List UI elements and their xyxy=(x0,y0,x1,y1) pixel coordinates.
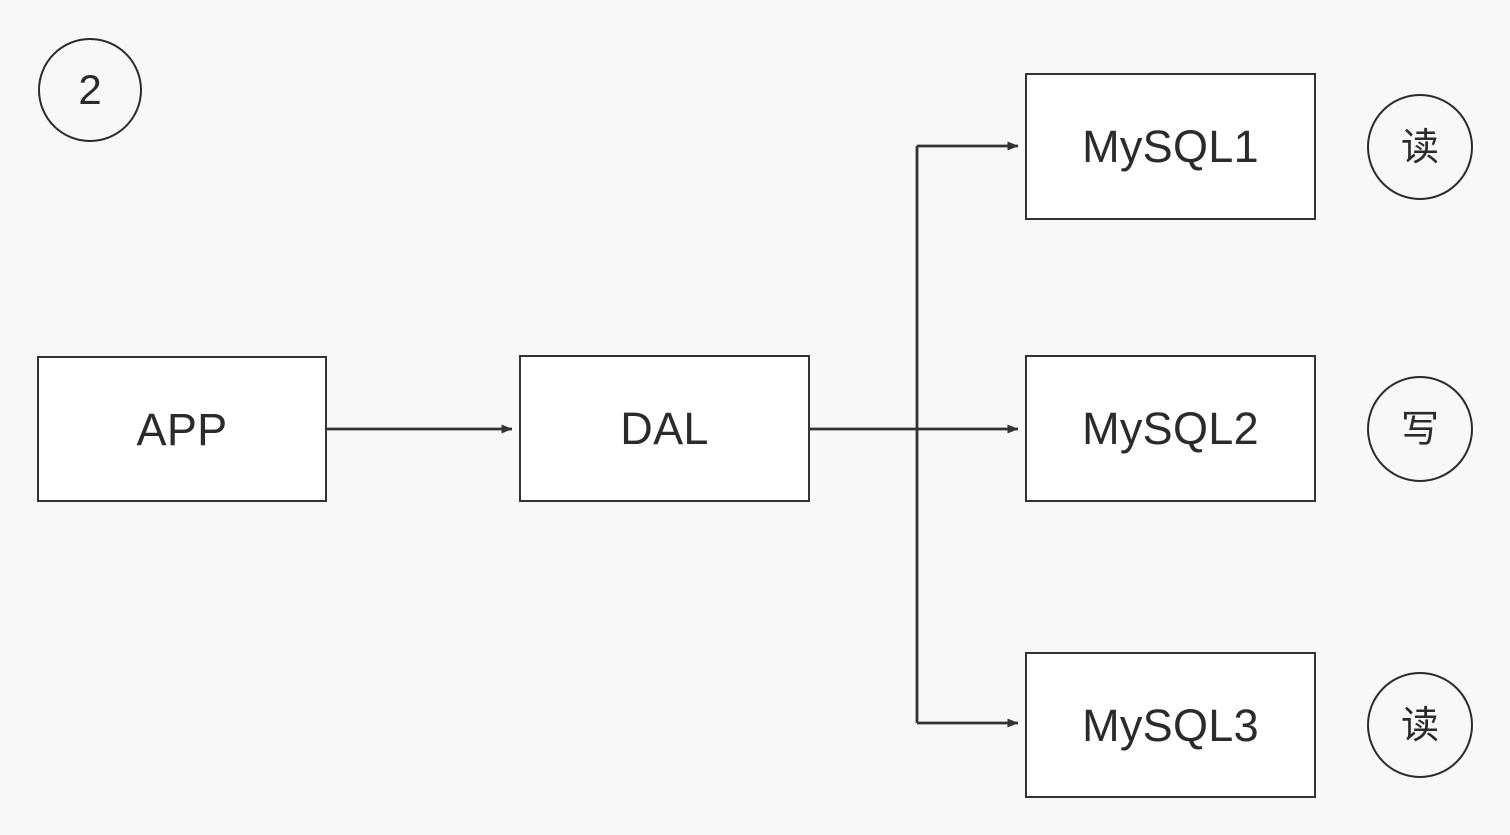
role-badge-mysql3: 读 xyxy=(1367,672,1473,778)
role-badge-mysql1: 读 xyxy=(1367,94,1473,200)
step-number-label: 2 xyxy=(78,66,102,113)
node-dal-label: DAL xyxy=(620,403,709,454)
node-dal[interactable]: DAL xyxy=(519,355,810,502)
node-app[interactable]: APP xyxy=(37,356,327,502)
node-app-label: APP xyxy=(136,403,228,455)
role-badge-mysql2: 写 xyxy=(1367,376,1473,482)
node-mysql3[interactable]: MySQL3 xyxy=(1025,652,1316,798)
node-mysql2-label: MySQL2 xyxy=(1082,403,1259,454)
role-badge-mysql2-label: 写 xyxy=(1400,407,1439,451)
role-badge-mysql1-label: 读 xyxy=(1400,125,1439,169)
node-mysql1-label: MySQL1 xyxy=(1082,121,1259,172)
node-mysql2[interactable]: MySQL2 xyxy=(1025,355,1316,502)
node-mysql1[interactable]: MySQL1 xyxy=(1025,73,1316,220)
role-badge-mysql3-label: 读 xyxy=(1400,703,1439,747)
node-mysql3-label: MySQL3 xyxy=(1082,699,1259,751)
step-number-badge: 2 xyxy=(38,38,142,142)
